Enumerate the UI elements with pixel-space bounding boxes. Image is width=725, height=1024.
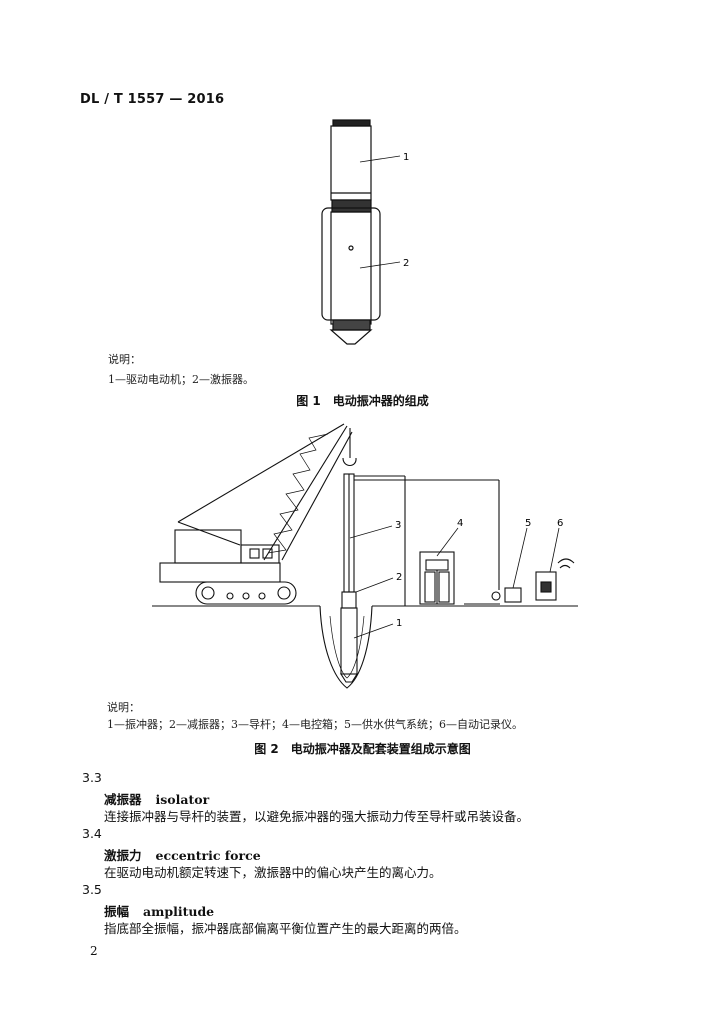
- boring-hole: [319, 605, 373, 689]
- vibrator-center-mark: [348, 245, 354, 251]
- figure2-callout-1: 1: [396, 618, 402, 629]
- figure1-note-title: 说明：: [108, 353, 141, 366]
- crane-body: [159, 562, 281, 583]
- term-cn: 减振器: [104, 792, 142, 807]
- motor-joint: [331, 199, 372, 213]
- figure2-caption: 图 2 电动振冲器及配套装置组成示意图: [254, 742, 471, 756]
- term-definition: 指底部全振幅，振冲器底部偏离平衡位置产生的最大距离的两倍。: [104, 921, 467, 936]
- section-number: 3.3: [82, 770, 102, 785]
- automatic-recorder: [535, 571, 557, 601]
- term-cn: 激振力: [104, 848, 142, 863]
- figure2-callout-4: 4: [457, 518, 463, 529]
- term-en: amplitude: [143, 904, 215, 919]
- figure2-drawing: 1 2 3 4 5 6: [152, 423, 578, 689]
- vibrator-body: [330, 211, 372, 325]
- crane-boom: [263, 425, 348, 561]
- figure1-callout-2: 2: [403, 258, 409, 269]
- term-heading: 振幅 amplitude: [104, 901, 214, 920]
- water-air-supply: [504, 587, 522, 603]
- section-number: 3.5: [82, 882, 102, 897]
- standard-code-header: DL / T 1557 — 2016: [80, 92, 225, 107]
- section-number: 3.4: [82, 826, 102, 841]
- term-cn: 振幅: [104, 904, 130, 919]
- term-heading: 减振器 isolator: [104, 789, 209, 808]
- figure1-caption: 图 1 电动振冲器的组成: [296, 394, 429, 408]
- figure2-note-text: 1—振冲器；2—减振器；3—导杆；4—电控箱；5—供水供气系统；6—自动记录仪。: [107, 718, 523, 731]
- figure1-drawing: 1 2: [321, 119, 409, 345]
- term-definition: 连接振冲器与导杆的装置，以避免振冲器的强大振动力传至导杆或吊装设备。: [104, 809, 530, 824]
- term-heading: 激振力 eccentric force: [104, 845, 261, 864]
- term-en: eccentric force: [155, 848, 261, 863]
- motor-top-cap: [332, 119, 371, 127]
- term-en: isolator: [155, 792, 210, 807]
- figure1-note-text: 1—驱动电动机；2—激振器。: [108, 373, 254, 386]
- figure2-callout-6: 6: [557, 518, 563, 529]
- figure1-callout-1: 1: [403, 152, 409, 163]
- page-number: 2: [90, 944, 98, 958]
- motor-body: [330, 125, 372, 201]
- vibrator-cone-tip: [329, 329, 373, 345]
- figure2-callout-2: 2: [396, 572, 402, 583]
- crane-counterweight: [174, 529, 242, 564]
- figure2-note-title: 说明：: [107, 701, 140, 714]
- figure2-callout-3: 3: [395, 520, 401, 531]
- figure2-callout-5: 5: [525, 518, 531, 529]
- term-definition: 在驱动电动机额定转速下，激振器中的偏心块产生的离心力。: [104, 865, 442, 880]
- isolator: [341, 591, 357, 609]
- crane-cab: [240, 544, 280, 564]
